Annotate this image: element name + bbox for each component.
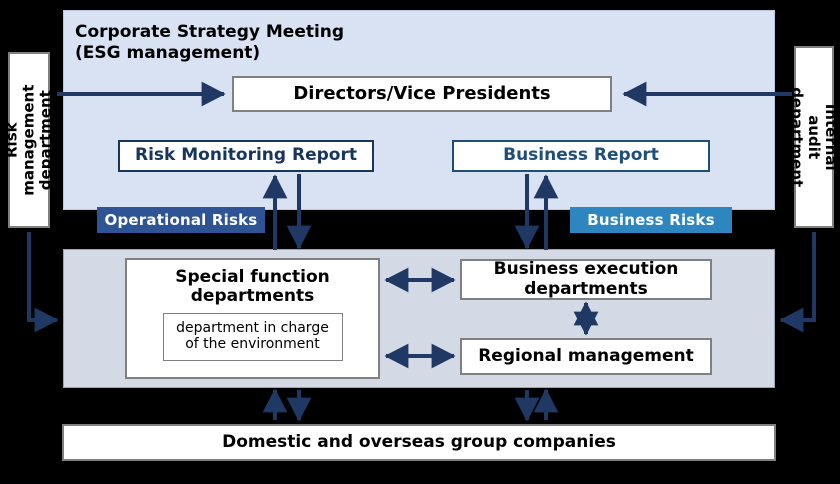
business-report-box[interactable]: Business Report: [452, 140, 710, 172]
environment-department-sub-box[interactable]: department in charge of the environment: [162, 313, 343, 362]
special-function-departments-label: Special function departments: [175, 267, 330, 307]
risk-management-department-box[interactable]: Risk management department: [3, 52, 54, 228]
business-risks-badge: Business Risks: [570, 207, 732, 233]
arrow-internal-audit-to-operations: [779, 232, 816, 333]
panel-title-corporate-strategy-meeting: Corporate Strategy Meeting (ESG manageme…: [75, 22, 345, 63]
arrow-risk-mgmt-to-operations: [27, 232, 59, 333]
directors-vice-presidents-box[interactable]: Directors/Vice Presidents: [232, 76, 612, 112]
operational-risks-badge: Operational Risks: [97, 207, 265, 233]
regional-management-box[interactable]: Regional management: [460, 338, 712, 375]
domestic-overseas-group-companies-box[interactable]: Domestic and overseas group companies: [62, 424, 776, 461]
internal-audit-department-box[interactable]: Internal audit department: [789, 46, 840, 228]
business-execution-departments-box[interactable]: Business execution departments: [460, 259, 712, 300]
risk-monitoring-report-box[interactable]: Risk Monitoring Report: [118, 140, 374, 172]
special-function-departments-box[interactable]: Special function departments department …: [125, 258, 380, 379]
